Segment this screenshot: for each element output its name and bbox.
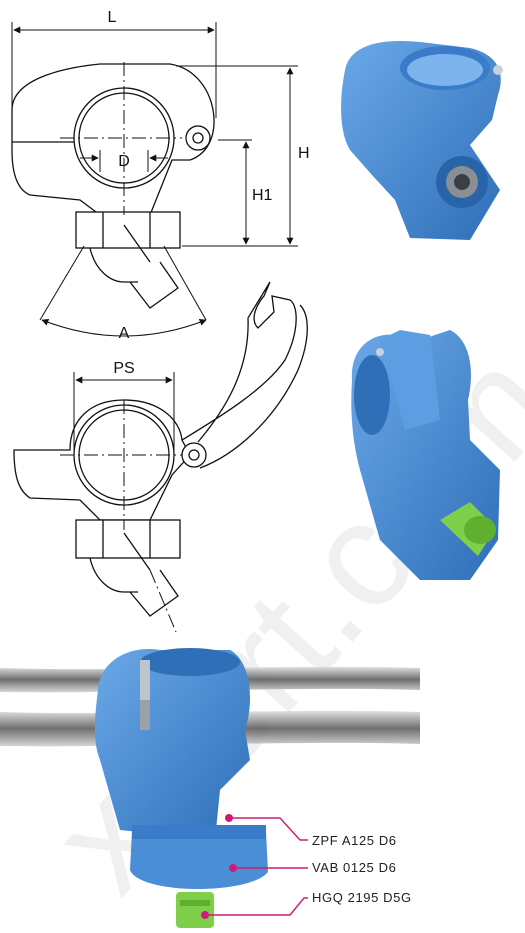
assembly-photo [0,648,420,928]
callout-nut: VAB 0125 D6 [312,860,396,875]
closed-clamp-photo [341,40,503,241]
callout-nozzle-body: ZPF A125 D6 [312,833,397,848]
label-h1: H1 [252,187,273,204]
dimension-l [11,22,217,118]
label-l: L [108,9,117,26]
callout-dots [201,814,237,919]
label-ps: PS [113,360,134,377]
dimension-a [39,245,207,337]
open-clamp-photo [351,330,500,580]
label-a: A [119,325,130,342]
closed-clamp-drawing [11,63,215,309]
callout-nozzle-tip: HGQ 2195 D5G [312,890,412,905]
label-h: H [298,145,310,162]
center-lines-top [60,62,182,215]
dimension-d [80,150,168,172]
center-lines-mid [60,400,182,633]
callout-lines [205,817,308,916]
dimension-ps [73,372,175,455]
label-d: D [118,153,130,170]
dimension-h [176,65,298,247]
